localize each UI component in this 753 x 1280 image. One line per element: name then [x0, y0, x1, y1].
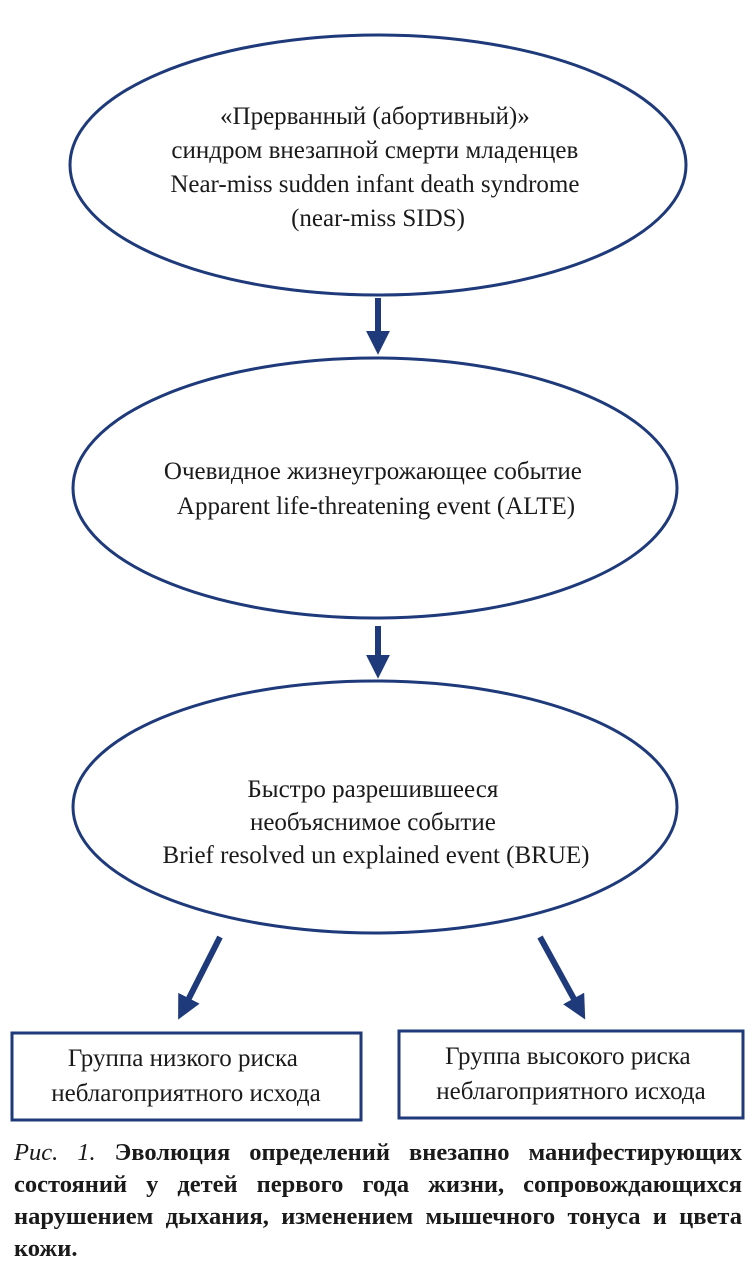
- node-near-miss-sids: «Прерванный (абортивный)» синдром внезап…: [68, 33, 688, 297]
- node-brue-line-1: Быстро разрешившееся: [247, 776, 498, 803]
- node-near-miss-sids-line-2: синдром внезапной смерти младенцев: [171, 137, 578, 164]
- node-alte-text: Очевидное жизнеугрожающее событие Appare…: [164, 458, 588, 520]
- node-near-miss-sids-line-4: (near-miss SIDS): [291, 205, 465, 232]
- node-high-risk: Группа высокого риска неблагоприятного и…: [397, 1029, 745, 1120]
- node-high-risk-line-2: неблагоприятного исхода: [436, 1078, 706, 1105]
- node-near-miss-sids-line-3: Near-miss sudden infant death syndrome: [170, 171, 579, 198]
- node-low-risk-line-2: неблагоприятного исхода: [51, 1080, 321, 1107]
- node-brue-line-2: необъяснимое событие: [250, 809, 496, 836]
- node-brue-text: Быстро разрешившееся необъяснимое событи…: [163, 776, 590, 869]
- arrow-brue-to-high-risk: [537, 935, 586, 1020]
- node-high-risk-line-1: Группа высокого риска: [445, 1043, 690, 1070]
- ellipse-alte: [71, 356, 679, 620]
- box-high-risk: [397, 1029, 745, 1120]
- node-alte-line-2: Apparent life-threatening event (ALTE): [177, 493, 575, 520]
- figure-caption-text: Эволюция определений внезапно манифестир…: [14, 1139, 743, 1262]
- node-brue: Быстро разрешившееся необъяснимое событи…: [71, 679, 679, 935]
- box-low-risk: [10, 1031, 363, 1122]
- node-near-miss-sids-line-1: «Прерванный (абортивный)»: [220, 103, 530, 130]
- node-low-risk: Группа низкого риска неблагоприятного ис…: [10, 1031, 363, 1122]
- node-low-risk-line-1: Группа низкого риска: [68, 1045, 298, 1072]
- node-brue-line-3: Brief resolved un explained event (BRUE): [163, 842, 590, 869]
- arrow-brue-to-low-risk: [178, 935, 223, 1020]
- node-near-miss-sids-text: «Прерванный (абортивный)» синдром внезап…: [170, 103, 585, 232]
- node-high-risk-text: Группа высокого риска неблагоприятного и…: [436, 1043, 706, 1105]
- flow-diagram: «Прерванный (абортивный)» синдром внезап…: [10, 33, 745, 1122]
- node-alte-line-1: Очевидное жизнеугрожающее событие: [164, 458, 582, 485]
- figure-caption-label: Рис. 1.: [14, 1139, 96, 1166]
- node-low-risk-text: Группа низкого риска неблагоприятного ис…: [51, 1045, 321, 1107]
- ellipse-brue: [71, 679, 679, 935]
- node-alte: Очевидное жизнеугрожающее событие Appare…: [71, 356, 679, 620]
- ellipse-near-miss-sids: [68, 33, 688, 297]
- figure-caption: Рис. 1. Эволюция определений внезапно ма…: [14, 1137, 742, 1265]
